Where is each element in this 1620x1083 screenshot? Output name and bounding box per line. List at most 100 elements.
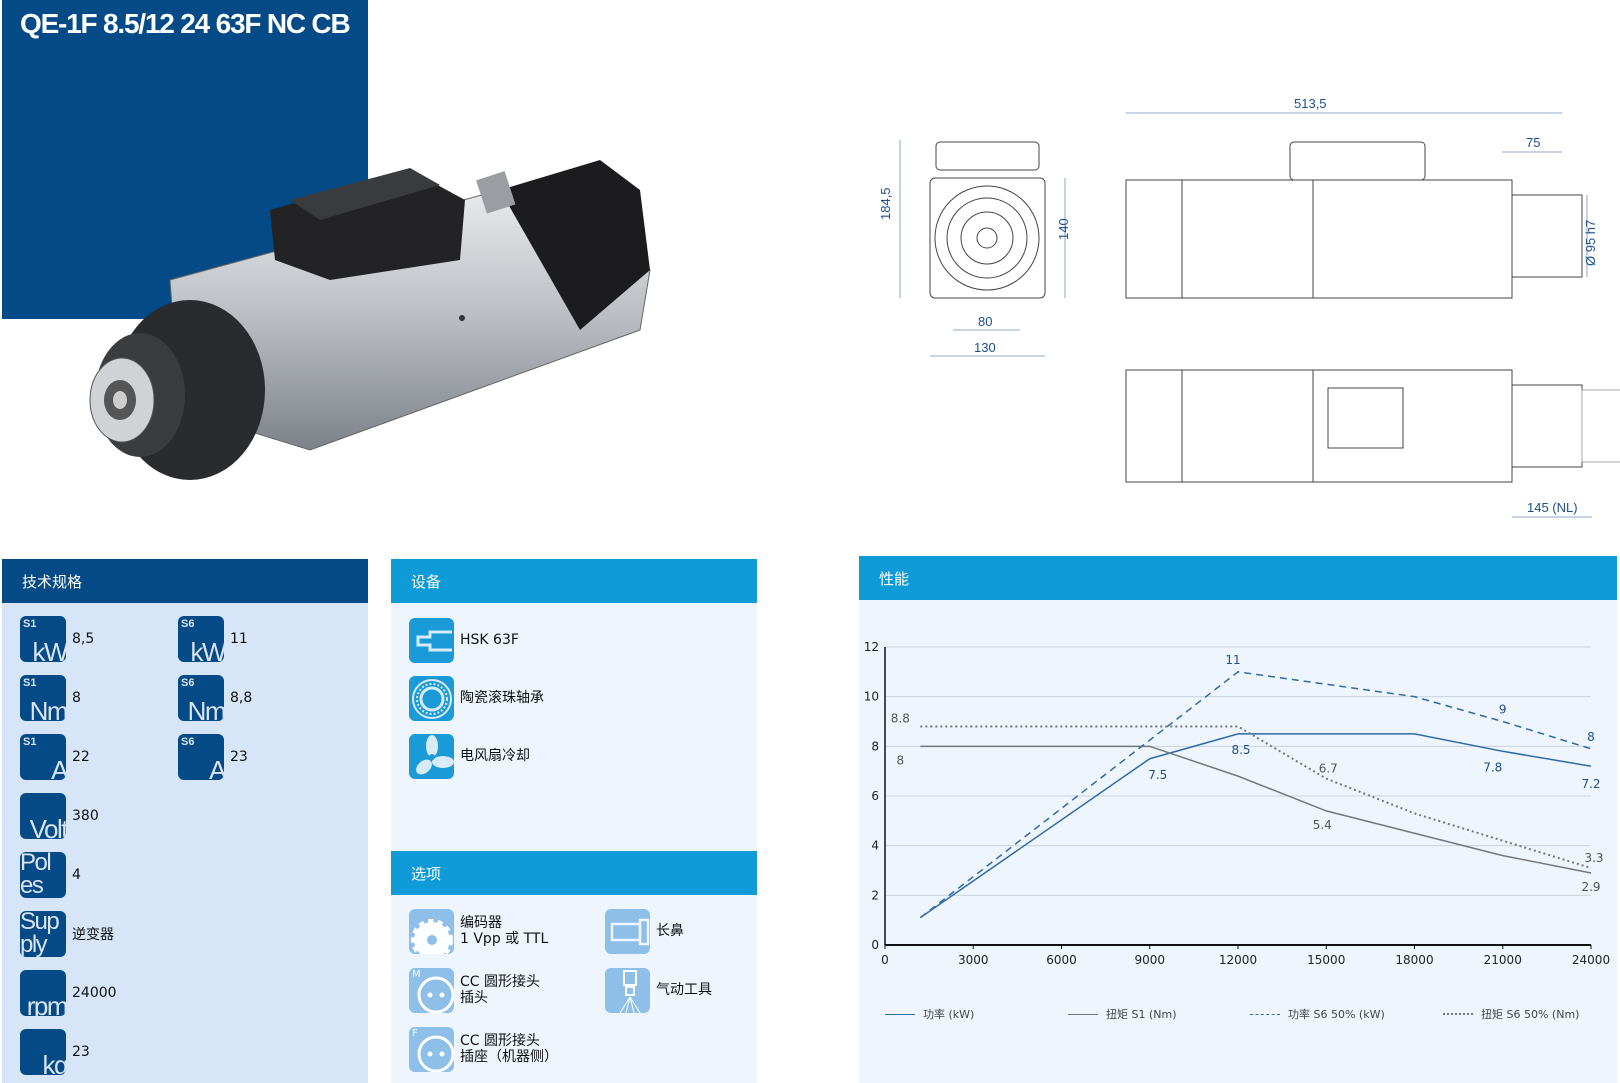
- series-line-2: [920, 745, 1592, 874]
- spec-duty: S1: [23, 736, 37, 748]
- data-label: 7.5: [1148, 768, 1167, 782]
- spec-value: 8,5: [72, 631, 95, 647]
- legend-swatch: [1250, 1013, 1280, 1015]
- option-label: CC 圆形接头: [460, 1033, 541, 1050]
- data-label: 8.5: [1231, 743, 1250, 757]
- hsk-tool-icon: [409, 618, 454, 663]
- option-item: M CC 圆形接头插头: [409, 968, 540, 1013]
- data-label: 9: [1499, 703, 1507, 717]
- data-label: 2.9: [1581, 880, 1600, 894]
- legend-item: 扭矩 S6 50% (Nm): [1443, 1006, 1579, 1022]
- spec-header: 技术规格: [2, 559, 368, 603]
- performance-header: 性能: [879, 570, 910, 588]
- legend-item: 扭矩 S1 (Nm): [1068, 1006, 1177, 1022]
- dim-height-total: 184,5: [878, 187, 893, 220]
- legend-swatch: [1443, 1013, 1473, 1015]
- option-item: F CC 圆形接头插座（机器侧）: [409, 1027, 558, 1072]
- dim-length: 513,5: [1294, 96, 1327, 111]
- spec-item: Volt 380: [20, 793, 99, 839]
- spindle-product-image: [89, 160, 651, 480]
- data-label: 3.3: [1584, 851, 1603, 865]
- spec-unit: Nm: [187, 696, 224, 721]
- data-label: 8: [896, 753, 904, 767]
- spec-unit: Nm: [29, 696, 66, 721]
- y-tick-label: 10: [864, 690, 879, 704]
- x-tick-label: 3000: [958, 953, 989, 967]
- spec-value: 8,8: [230, 690, 253, 706]
- legend-swatch: [885, 1013, 915, 1015]
- spec-value: 24000: [72, 985, 117, 1001]
- long-nose-icon: [605, 909, 650, 954]
- spec-unit: Pol es: [20, 852, 52, 898]
- equipment-label: HSK 63F: [460, 631, 519, 648]
- spec-item: rpm 24000: [20, 970, 117, 1016]
- data-label: 5.4: [1313, 818, 1332, 832]
- spec-unit-icon: rpm: [20, 970, 66, 1016]
- data-label: 6.7: [1319, 762, 1338, 776]
- equipment-item: 陶瓷滚珠轴承: [409, 676, 544, 721]
- dim-height-body: 140: [1056, 218, 1071, 240]
- option-item: 气动工具: [605, 968, 712, 1013]
- x-tick-label: 12000: [1219, 953, 1257, 967]
- socket-badge: F: [412, 1028, 418, 1039]
- data-label: 7.2: [1581, 777, 1600, 791]
- y-tick-label: 6: [871, 789, 879, 803]
- spec-value: 11: [230, 631, 248, 647]
- spec-duty: S1: [23, 677, 37, 689]
- x-tick-label: 9000: [1134, 953, 1165, 967]
- product-title: QE-1F 8.5/12 24 63F NC CB: [20, 8, 351, 39]
- spec-item: kg 23: [20, 1029, 90, 1075]
- socket-f-icon: F: [409, 1027, 454, 1072]
- option-label: 长鼻: [656, 922, 684, 939]
- bearing-icon: [409, 676, 454, 721]
- equipment-item: HSK 63F: [409, 618, 519, 663]
- legend-item: 功率 (kW): [885, 1006, 974, 1022]
- spec-unit-icon: kg: [20, 1029, 66, 1075]
- y-tick-label: 12: [864, 640, 879, 654]
- series-line-4: [920, 725, 1592, 869]
- option-label-line2: 插头: [460, 989, 488, 1006]
- spec-unit: kg: [42, 1050, 66, 1075]
- spec-unit: Volt: [29, 814, 66, 839]
- spec-item: Sup ply 逆变器: [20, 911, 114, 957]
- option-label: 气动工具: [656, 981, 712, 998]
- spec-value: 23: [230, 749, 248, 765]
- encoder-gear-icon: [409, 909, 454, 954]
- legend-label: 功率 S6 50% (kW): [1288, 1008, 1385, 1021]
- spec-unit: A: [209, 755, 224, 780]
- dim-long-nose: 145 (NL): [1527, 500, 1578, 515]
- plug-badge: M: [412, 969, 421, 980]
- pneumatic-tool-icon: [605, 968, 650, 1013]
- legend-item: 功率 S6 50% (kW): [1250, 1006, 1385, 1022]
- spec-value: 23: [72, 1044, 90, 1060]
- options-header-bar: 选项: [391, 851, 757, 895]
- spec-unit-icon: Sup ply: [20, 911, 66, 957]
- spec-unit: A: [51, 755, 66, 780]
- option-label-line2: 1 Vpp 或 TTL: [460, 930, 549, 947]
- spec-value: 逆变器: [72, 927, 114, 943]
- performance-header-bar: 性能: [859, 556, 1617, 600]
- spec-value: 8: [72, 690, 81, 706]
- equipment-label: 电风扇冷却: [460, 747, 530, 764]
- spec-value: 380: [72, 808, 99, 824]
- series-line-1: [919, 733, 1592, 919]
- spec-duty: S1: [23, 618, 37, 630]
- data-label: 7.8: [1483, 760, 1502, 774]
- y-tick-label: 4: [871, 839, 879, 853]
- option-label: CC 圆形接头: [460, 974, 541, 991]
- x-tick-label: 24000: [1572, 953, 1610, 967]
- option-item: 长鼻: [605, 909, 684, 954]
- option-label-line2: 插座（机器侧）: [460, 1048, 558, 1065]
